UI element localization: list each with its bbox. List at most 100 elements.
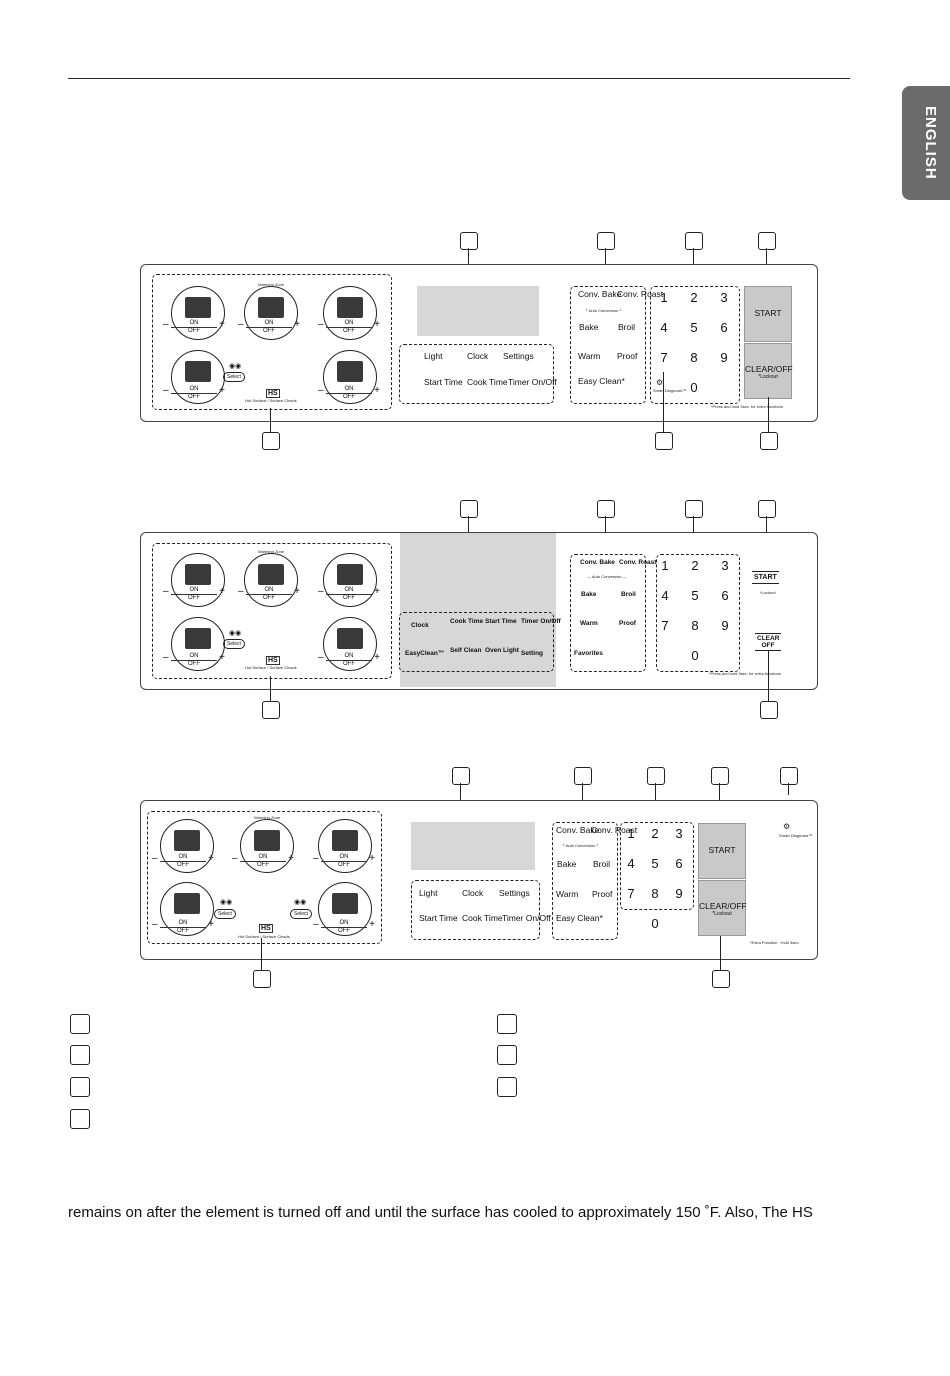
- warm-key[interactable]: Warm: [578, 351, 601, 361]
- cook-time-key[interactable]: Cook Time: [467, 377, 508, 387]
- broil-key[interactable]: Broil: [593, 859, 611, 869]
- settings-key[interactable]: Settings: [503, 351, 534, 361]
- number-key[interactable]: 4: [660, 320, 668, 335]
- number-key[interactable]: 9: [720, 350, 728, 365]
- broil-key[interactable]: Broil: [621, 591, 636, 598]
- proof-key[interactable]: Proof: [617, 351, 638, 361]
- number-key[interactable]: 8: [690, 350, 698, 365]
- warm-key[interactable]: Warm: [556, 889, 579, 899]
- number-key[interactable]: 2: [691, 558, 699, 573]
- timer-key[interactable]: Timer On/Off: [502, 913, 551, 923]
- number-key[interactable]: 9: [675, 886, 683, 901]
- bake-key[interactable]: Bake: [581, 591, 597, 598]
- self-clean-key[interactable]: Self Clean: [450, 647, 482, 654]
- easy-clean-key[interactable]: Easy Clean*: [556, 913, 603, 923]
- setting-key[interactable]: Setting: [521, 650, 544, 657]
- number-key[interactable]: 9: [721, 618, 729, 633]
- number-key[interactable]: 1: [627, 826, 635, 841]
- number-key-zero[interactable]: 0: [691, 648, 699, 663]
- cook-time-key[interactable]: Cook Time: [462, 913, 503, 923]
- start-button[interactable]: START: [698, 823, 746, 879]
- select-button[interactable]: Select: [214, 909, 236, 919]
- number-key[interactable]: 8: [651, 886, 659, 901]
- start-time-key[interactable]: Start Time: [419, 913, 458, 923]
- start-button[interactable]: START: [744, 286, 792, 342]
- conv-roast-key[interactable]: Conv. Roast: [619, 559, 657, 566]
- burner-display: [254, 830, 280, 851]
- oven-light-key[interactable]: Oven Light: [485, 647, 519, 654]
- off-label: OFF: [188, 328, 200, 334]
- number-key[interactable]: 4: [627, 856, 635, 871]
- number-key[interactable]: 2: [651, 826, 659, 841]
- broil-key[interactable]: Broil: [618, 322, 636, 332]
- favorites-key[interactable]: Favorites: [574, 650, 603, 657]
- clock-key[interactable]: Clock: [467, 351, 489, 361]
- proof-key[interactable]: Proof: [592, 889, 613, 899]
- number-key[interactable]: 8: [691, 618, 699, 633]
- number-key[interactable]: 2: [690, 290, 698, 305]
- number-key[interactable]: 7: [660, 350, 668, 365]
- clear-off-button[interactable]: CLEAR/OFF*Lockout: [744, 343, 793, 399]
- bake-key[interactable]: Bake: [557, 859, 577, 869]
- start-button[interactable]: START: [752, 571, 779, 584]
- conv-bake-key[interactable]: Conv. Bake: [578, 289, 622, 299]
- timer-key[interactable]: Timer On/Off: [521, 618, 561, 625]
- easy-clean-key[interactable]: Easy Clean*: [578, 376, 625, 386]
- bake-key[interactable]: Bake: [579, 322, 599, 332]
- number-key[interactable]: 7: [627, 886, 635, 901]
- conv-bake-key[interactable]: Conv. Bake: [580, 559, 615, 566]
- conv-bake-key[interactable]: Conv. Bake: [556, 825, 600, 835]
- number-key[interactable]: 7: [661, 618, 669, 633]
- clock-key[interactable]: Clock: [411, 622, 429, 629]
- number-key[interactable]: 5: [651, 856, 659, 871]
- clear-off-button[interactable]: CLEAR OFF: [755, 633, 781, 651]
- start-time-key[interactable]: Start Time: [485, 618, 517, 625]
- number-key[interactable]: 3: [721, 558, 729, 573]
- light-key[interactable]: Light: [424, 351, 443, 361]
- warm-key[interactable]: Warm: [580, 620, 598, 627]
- clock-key[interactable]: Clock: [462, 888, 484, 898]
- select-button[interactable]: Select: [223, 639, 245, 649]
- select-button[interactable]: Select: [223, 372, 245, 382]
- select-button[interactable]: Select: [290, 909, 312, 919]
- conv-roast-key[interactable]: Conv. Roast: [591, 825, 638, 835]
- number-key[interactable]: 1: [661, 558, 669, 573]
- slider-line: [246, 594, 292, 595]
- light-key[interactable]: Light: [419, 888, 438, 898]
- start-time-key[interactable]: Start Time: [424, 377, 463, 387]
- number-key[interactable]: 4: [661, 588, 669, 603]
- clear-off-button[interactable]: CLEAR/OFF*Lockout: [698, 880, 747, 936]
- number-key[interactable]: 5: [690, 320, 698, 335]
- number-key[interactable]: 5: [691, 588, 699, 603]
- number-key[interactable]: 3: [675, 826, 683, 841]
- timer-key[interactable]: Timer On/Off: [508, 377, 557, 387]
- number-key-zero[interactable]: 0: [690, 380, 698, 395]
- conv-roast-key[interactable]: Conv. Roast: [617, 289, 664, 299]
- easyclean-key[interactable]: EasyClean™: [405, 650, 445, 657]
- proof-key[interactable]: Proof: [619, 620, 636, 627]
- cook-time-key[interactable]: Cook Time: [450, 618, 484, 625]
- number-key[interactable]: 6: [675, 856, 683, 871]
- number-key[interactable]: 6: [721, 588, 729, 603]
- settings-key[interactable]: Settings: [499, 888, 530, 898]
- number-key[interactable]: 3: [720, 290, 728, 305]
- number-key[interactable]: 6: [720, 320, 728, 335]
- off-label: OFF: [188, 394, 200, 400]
- number-key-zero[interactable]: 0: [651, 916, 659, 931]
- number-key[interactable]: 1: [660, 290, 668, 305]
